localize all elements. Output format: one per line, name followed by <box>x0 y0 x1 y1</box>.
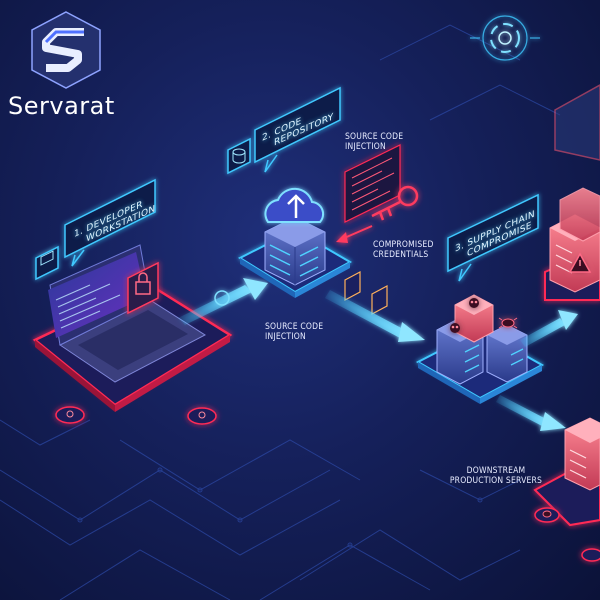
brand-name: Servarat <box>8 92 115 120</box>
repository-server-stack <box>264 216 326 286</box>
stage-3-tag <box>447 193 539 282</box>
floor-badge-left <box>55 406 85 424</box>
annotation-downstream-servers: Downstream Production Servers <box>449 466 543 486</box>
stage-1-tag <box>64 178 156 267</box>
laptop <box>48 244 206 383</box>
compromised-servers-upper <box>544 187 600 301</box>
circuit-traces <box>0 24 561 600</box>
downstream-servers <box>533 417 600 527</box>
stage-2-tag <box>254 86 341 173</box>
credential-arrow <box>336 225 373 243</box>
hud-rings <box>470 15 540 61</box>
flow-arrow-4 <box>496 395 566 431</box>
injected-code-panel <box>344 144 401 223</box>
monitor-icon <box>35 245 59 281</box>
background-monitor <box>554 84 600 161</box>
cloud-upload-icon <box>264 187 325 223</box>
brand-logo <box>31 11 101 89</box>
warning-icon <box>568 252 592 273</box>
bug-icon <box>498 317 518 329</box>
annotation-source-code-injection-top: Source Code Injection <box>345 132 404 152</box>
bug-icon-downstream <box>534 507 560 523</box>
document-icon <box>344 271 388 315</box>
annotation-source-code-injection-bottom: Source Code Injection <box>265 322 324 342</box>
supply-chain-server-right <box>486 324 528 383</box>
flow-arrow-2 <box>325 290 425 342</box>
database-icon <box>227 137 251 175</box>
flow-arrow-1 <box>178 278 268 325</box>
skull-icon <box>450 298 479 333</box>
bug-icon-floor <box>581 548 600 562</box>
floor-badge-right <box>187 407 217 425</box>
flow-arrow-3 <box>520 310 578 347</box>
key-icon <box>371 185 419 221</box>
lock-icon <box>127 261 159 315</box>
annotation-compromised-credentials: Compromised Credentials <box>373 240 434 260</box>
